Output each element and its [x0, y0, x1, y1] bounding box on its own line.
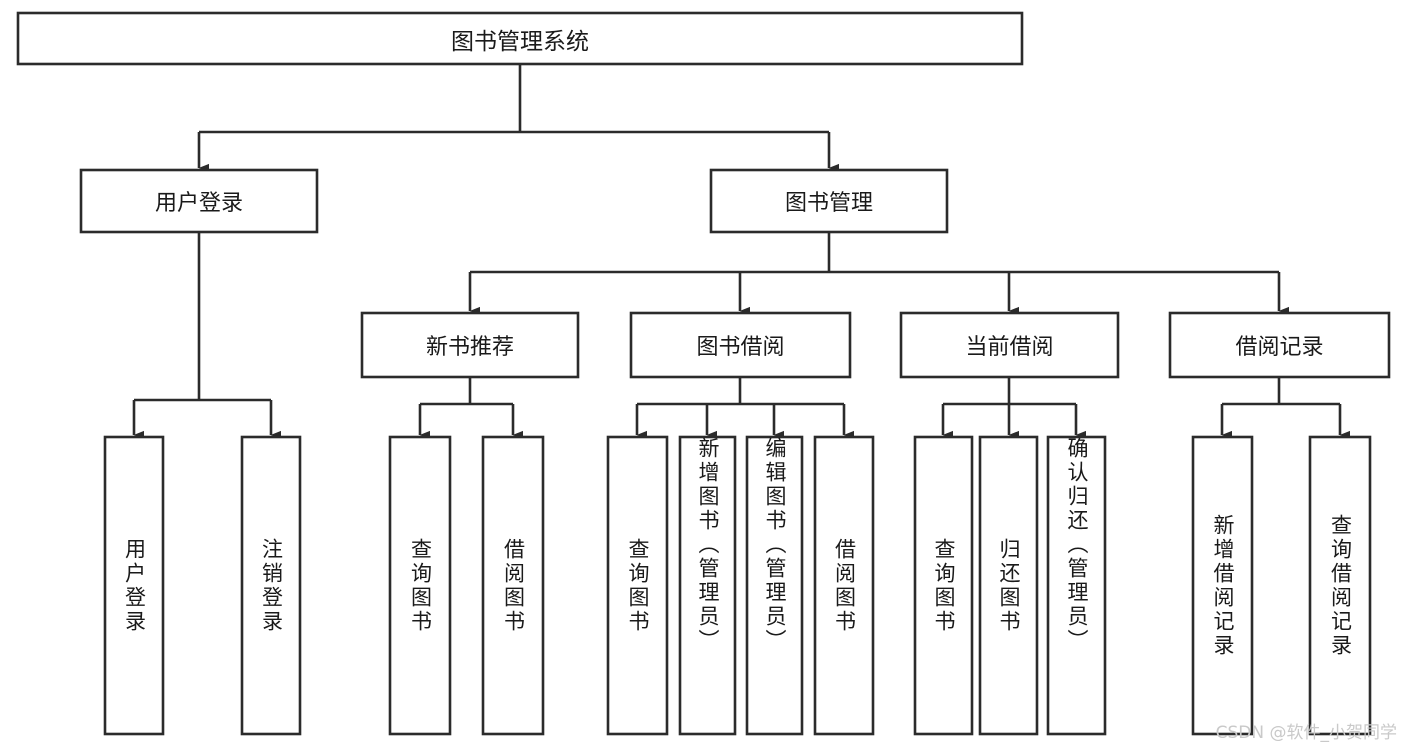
- node-box-current-borrow[interactable]: [899, 311, 1120, 379]
- node-box-leaf-add-book-admin[interactable]: [678, 435, 737, 736]
- node-box-leaf-query-book-current[interactable]: [913, 435, 974, 736]
- connectors-root-to-level2: [197, 64, 840, 173]
- node-box-root[interactable]: [16, 11, 1024, 66]
- node-box-leaf-query-book-recommend[interactable]: [388, 435, 452, 736]
- connectors-book-borrow-to-leaves: [635, 377, 855, 440]
- node-box-leaf-user-logout[interactable]: [240, 435, 302, 736]
- node-box-leaf-borrow-book[interactable]: [813, 435, 875, 736]
- connectors-user-login-to-leaves: [132, 232, 282, 440]
- node-box-leaf-query-borrow-record[interactable]: [1308, 435, 1372, 736]
- node-box-book-management[interactable]: [709, 168, 949, 234]
- connectors-borrow-record-to-leaves: [1220, 377, 1351, 440]
- node-box-new-book-recommend[interactable]: [360, 311, 580, 379]
- node-box-user-login[interactable]: [79, 168, 319, 234]
- node-box-book-borrow[interactable]: [629, 311, 852, 379]
- node-box-leaf-confirm-return-admin[interactable]: [1046, 435, 1107, 736]
- node-box-leaf-return-book[interactable]: [978, 435, 1039, 736]
- node-box-leaf-add-borrow-record[interactable]: [1191, 435, 1254, 736]
- node-box-leaf-query-book-borrow[interactable]: [606, 435, 669, 736]
- connectors-book-management-to-level3: [468, 232, 1290, 316]
- node-box-borrow-record[interactable]: [1168, 311, 1391, 379]
- connectors-new-book-recommend-to-leaves: [418, 377, 524, 440]
- watermark-text: CSDN @软件_小贺同学: [1215, 723, 1397, 743]
- connectors-current-borrow-to-leaves: [941, 377, 1087, 440]
- node-box-leaf-edit-book-admin[interactable]: [745, 435, 804, 736]
- node-box-leaf-borrow-book-recommend[interactable]: [481, 435, 545, 736]
- node-box-leaf-user-login[interactable]: [103, 435, 165, 736]
